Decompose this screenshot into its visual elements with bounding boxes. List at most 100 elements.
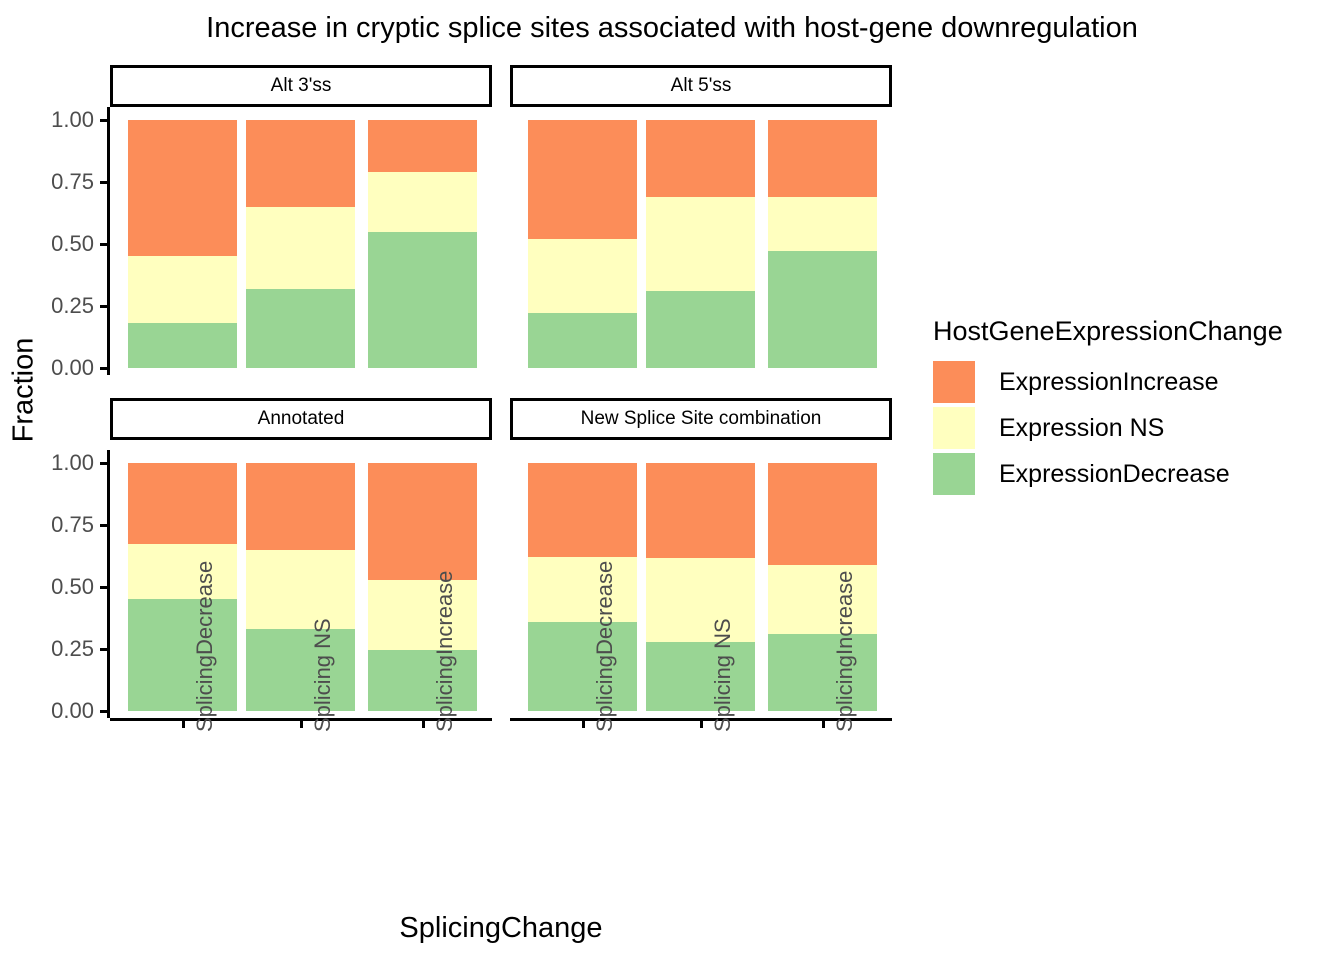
facet-strip-label: Alt 3'ss — [270, 75, 332, 96]
bar-segment — [128, 323, 237, 368]
bar-segment — [768, 634, 877, 711]
y-axis-tick — [100, 181, 107, 184]
bar-segment — [646, 291, 755, 368]
x-axis-line — [510, 718, 892, 721]
panel-plot-area — [110, 450, 492, 718]
facet-panel — [510, 450, 892, 718]
x-axis-tick-label: SplicingIncrease — [431, 570, 457, 732]
bar-segment — [646, 558, 755, 642]
y-axis-tick-label: 1.00 — [51, 107, 94, 132]
stacked-bar — [128, 107, 237, 375]
page-title: Increase in cryptic splice sites associa… — [206, 12, 1138, 44]
bar-segment — [368, 463, 477, 580]
legend-title: HostGeneExpressionChange — [933, 316, 1283, 346]
x-axis-tick — [821, 721, 825, 728]
y-axis-tick-label: 0.25 — [51, 293, 94, 318]
x-axis-line — [110, 718, 492, 721]
facet-panel — [510, 107, 892, 375]
y-axis-tick — [100, 119, 107, 122]
stacked-bar — [528, 450, 637, 718]
stacked-bar — [768, 450, 877, 718]
bar-segment — [646, 641, 755, 711]
panel-plot-area — [110, 107, 492, 375]
stacked-bar — [246, 107, 355, 375]
bar-segment — [246, 463, 355, 550]
legend-item[interactable]: ExpressionIncrease — [933, 359, 1283, 405]
bar-segment — [646, 120, 755, 197]
facet-strip: Alt 3'ss — [110, 65, 492, 107]
bar-segment — [528, 621, 637, 711]
stacked-bar — [368, 450, 477, 718]
x-axis-tick — [421, 721, 425, 728]
bar-segment — [768, 564, 877, 635]
y-axis-tick — [100, 462, 107, 465]
y-axis-tick — [100, 243, 107, 246]
bar-segment — [768, 463, 877, 565]
y-axis-tick-label: 0.50 — [51, 231, 94, 256]
bar-segment — [528, 463, 637, 558]
bar-segment — [528, 239, 637, 314]
stacked-bar — [768, 107, 877, 375]
legend-swatch-icon — [933, 361, 975, 403]
y-axis-line — [107, 450, 110, 718]
facet-strip: Annotated — [110, 398, 492, 440]
x-axis-tick — [181, 721, 185, 728]
facet-strip-label: Alt 5'ss — [670, 75, 732, 96]
bar-segment — [528, 557, 637, 622]
bar-segment — [246, 629, 355, 711]
x-axis-tick-label: SplicingDecrease — [591, 560, 617, 732]
y-axis-tick — [100, 524, 107, 527]
y-axis-tick — [100, 586, 107, 589]
legend: HostGeneExpressionChange ExpressionIncre… — [933, 316, 1283, 497]
y-axis-tick-label: 0.25 — [51, 636, 94, 661]
bar-segment — [368, 172, 477, 232]
bar-segment — [246, 206, 355, 289]
stacked-bar — [368, 107, 477, 375]
bar-segment — [768, 251, 877, 368]
bar-segment — [246, 549, 355, 630]
bar-segment — [128, 599, 237, 711]
facet-panel — [110, 450, 492, 718]
facet-strip-label: New Splice Site combination — [580, 408, 822, 429]
x-axis-tick-label: Splicing NS — [709, 618, 735, 732]
y-axis-tick-label: 0.50 — [51, 574, 94, 599]
legend-item[interactable]: Expression NS — [933, 405, 1283, 451]
bar-segment — [128, 120, 237, 257]
y-axis-tick-label: 0.75 — [51, 169, 94, 194]
legend-swatch-icon — [933, 407, 975, 449]
bar-segment — [368, 231, 477, 368]
x-axis-title: SplicingChange — [399, 912, 603, 944]
x-axis-tick-label: Splicing NS — [309, 618, 335, 732]
facet-strip: New Splice Site combination — [510, 398, 892, 440]
legend-item[interactable]: ExpressionDecrease — [933, 451, 1283, 497]
bar-segment — [768, 120, 877, 197]
bar-segment — [768, 196, 877, 252]
stacked-bar — [128, 450, 237, 718]
legend-swatch-icon — [933, 453, 975, 495]
y-axis-tick-label: 0.00 — [51, 355, 94, 380]
panel-plot-area — [510, 107, 892, 375]
facet-strip-label: Annotated — [257, 408, 345, 429]
y-axis-title: Fraction — [7, 337, 40, 443]
x-axis-tick — [299, 721, 303, 728]
bar-segment — [128, 463, 237, 544]
bar-segment — [528, 313, 637, 368]
bar-segment — [368, 650, 477, 711]
stacked-bar — [246, 450, 355, 718]
legend-item-label: ExpressionIncrease — [999, 367, 1219, 396]
x-axis-tick — [699, 721, 703, 728]
y-axis-tick-label: 1.00 — [51, 450, 94, 475]
stacked-bar — [646, 107, 755, 375]
bar-segment — [128, 256, 237, 324]
y-axis-tick-label: 0.75 — [51, 512, 94, 537]
y-axis-tick — [100, 648, 107, 651]
x-axis-tick-label: SplicingDecrease — [191, 560, 217, 732]
x-axis-tick-label: SplicingIncrease — [831, 570, 857, 732]
y-axis-line — [107, 107, 110, 375]
stacked-bar — [528, 107, 637, 375]
legend-item-label: ExpressionDecrease — [999, 459, 1230, 488]
bar-segment — [246, 288, 355, 368]
facet-panel — [110, 107, 492, 375]
